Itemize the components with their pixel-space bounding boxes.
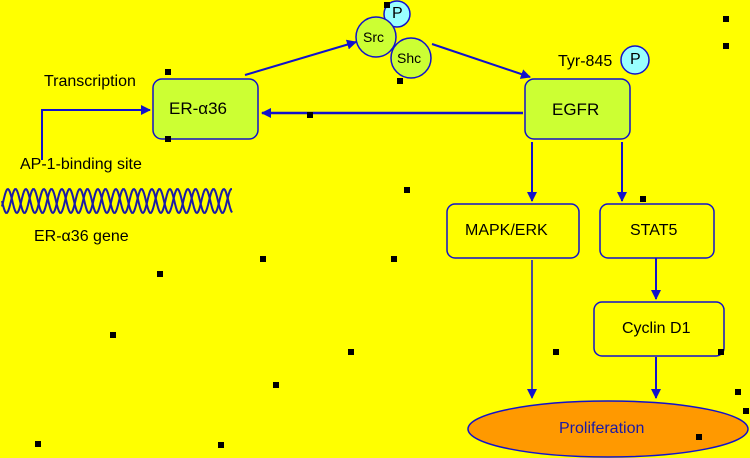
egfr-label: EGFR — [552, 100, 600, 119]
dna-helix-icon — [1, 187, 233, 215]
arrow-ap1-to-er — [41, 105, 151, 160]
phospho-top-circle — [383, 0, 411, 28]
src-node — [355, 16, 397, 58]
phospho-tyr-label: P — [630, 51, 641, 68]
proliferation-node — [467, 400, 749, 458]
cyclin-d1-node — [593, 301, 725, 357]
ap1-binding-site-label: AP-1-binding site — [20, 156, 142, 173]
proliferation-label: Proliferation — [559, 420, 645, 437]
arrow-er-to-src — [244, 39, 357, 76]
er-alpha36-label: ER-α36 — [169, 99, 228, 118]
cyclin-d1-label: Cyclin D1 — [622, 320, 691, 337]
shc-node — [390, 37, 432, 79]
mapk-erk-node — [446, 203, 580, 259]
speck-marks — [35, 2, 749, 448]
stat5-node — [599, 203, 715, 259]
phospho-top-label: P — [392, 5, 403, 22]
tyr845-label: Tyr-845 — [558, 53, 613, 70]
mapk-erk-label: MAPK/ERK — [465, 222, 548, 239]
egfr-node — [524, 78, 631, 140]
er-alpha36-gene-label: ER-α36 gene — [34, 228, 129, 245]
er-alpha36-node — [152, 78, 259, 140]
transcription-label: Transcription — [44, 73, 136, 90]
phospho-tyr-circle — [620, 45, 650, 75]
arrow-shc-to-egfr — [431, 43, 531, 79]
src-label: Src — [363, 29, 384, 45]
stat5-label: STAT5 — [630, 222, 678, 239]
shc-label: Shc — [397, 50, 422, 66]
